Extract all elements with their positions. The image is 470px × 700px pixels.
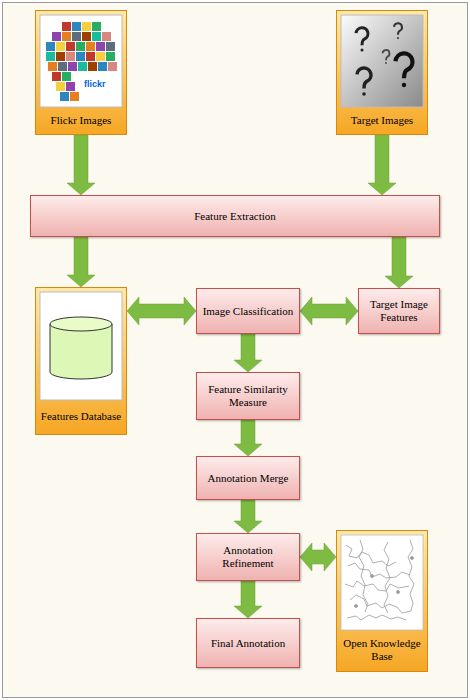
- outer-frame: [3, 3, 468, 698]
- panel-fill: [336, 530, 428, 672]
- block-arrow: [385, 237, 413, 288]
- image-panel: Target Images: [336, 10, 428, 135]
- block-arrow: [234, 420, 262, 456]
- node-label: Annotation Merge: [208, 472, 289, 485]
- process-band: Feature Extraction: [30, 195, 440, 237]
- node-label: Image Classification: [203, 305, 294, 318]
- block-arrow: [234, 500, 262, 533]
- block-arrow: [234, 334, 262, 372]
- node-label: Features Database: [41, 410, 121, 423]
- panel-fill: [336, 10, 428, 135]
- block-arrow: [300, 543, 336, 571]
- node-label: Annotation Refinement: [201, 544, 295, 569]
- node-label: Target Image Features: [363, 298, 435, 323]
- process-box: Annotation Merge: [196, 456, 300, 500]
- process-box: Target Image Features: [358, 288, 440, 334]
- database-cylinder: [40, 292, 122, 400]
- logo-text: flickr: [84, 80, 106, 90]
- node-label: Target Images: [351, 114, 413, 127]
- process-box: Final Annotation: [196, 618, 300, 668]
- panel-fill: [35, 10, 127, 135]
- node-label: Open Knowledge Base: [341, 637, 423, 662]
- node-label: Feature Extraction: [194, 210, 276, 223]
- process-box: Feature Similarity Measure: [196, 372, 300, 420]
- image-panel: Features Database: [35, 287, 127, 435]
- block-arrow: [67, 135, 95, 195]
- image-panel: Open Knowledge Base: [336, 530, 428, 672]
- block-arrow: [368, 135, 396, 195]
- node-label: Flickr Images: [51, 114, 112, 127]
- node-label: Feature Similarity Measure: [201, 383, 295, 408]
- node-label: Final Annotation: [211, 637, 285, 650]
- photo-collage: [40, 15, 122, 107]
- block-arrow: [127, 297, 196, 325]
- block-arrow: [234, 581, 262, 618]
- panel-fill: [35, 287, 127, 435]
- process-box: Annotation Refinement: [196, 533, 300, 581]
- block-arrow: [67, 237, 95, 287]
- block-arrow: [300, 297, 358, 325]
- question-marks-picture: [341, 15, 423, 107]
- process-box: Image Classification: [196, 288, 300, 334]
- image-panel: Flickr Images: [35, 10, 127, 135]
- knowledge-network: [341, 535, 423, 630]
